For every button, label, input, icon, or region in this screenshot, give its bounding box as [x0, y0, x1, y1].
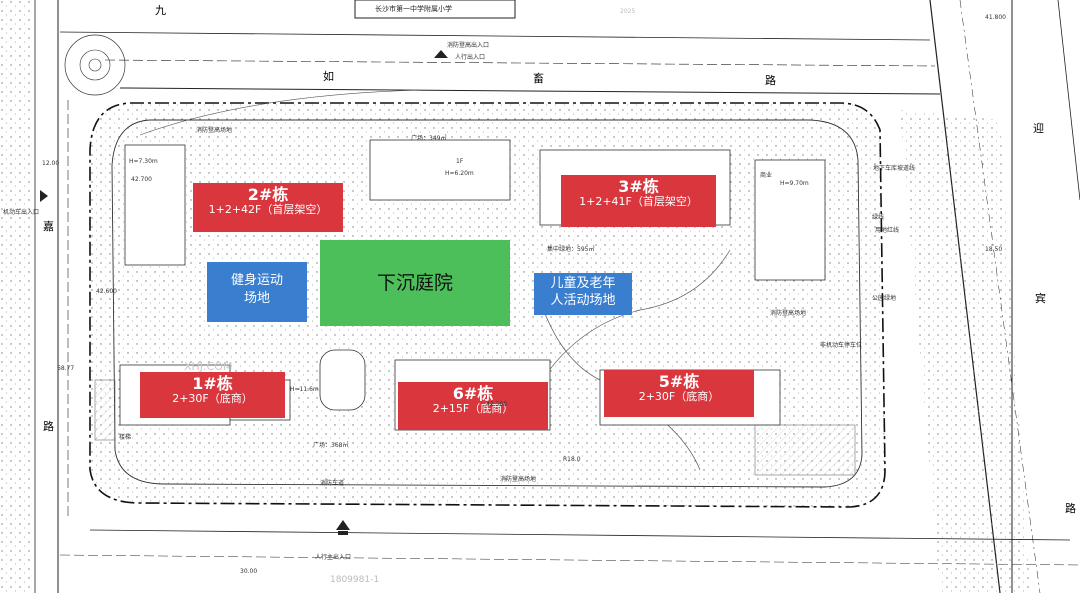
south-road-lines	[59, 529, 1080, 566]
road-west-1: 嘉	[43, 220, 54, 233]
bike-parking-label: 非机动车停车位	[820, 342, 863, 349]
dim-12: 12.00	[42, 160, 60, 167]
fire-entry-label: 消防登高出入口	[447, 42, 490, 49]
road-north-top: 九	[155, 4, 166, 17]
north-road-lines	[59, 0, 941, 95]
watermark-mid: XHJ.COM	[184, 360, 233, 373]
building-2: 2#栋 1+2+42F（首层架空）	[193, 183, 343, 232]
radius-r18: R18.0	[563, 456, 581, 463]
watermark-top: 2025	[620, 8, 636, 15]
fitness-zone: 健身运动 场地	[207, 262, 307, 322]
height-6: H=6.20m	[445, 170, 474, 177]
south-entry-arrow	[336, 520, 350, 530]
building-5: 5#栋 2+30F（底商）	[604, 370, 754, 417]
north-entry-arrow	[434, 50, 448, 58]
watermark-phone: 1809981-1	[330, 575, 380, 585]
floor-1f-label: 1F	[456, 158, 464, 165]
road-north-2: 畜	[533, 72, 544, 85]
building-1-floors: 2+30F（底商）	[172, 392, 253, 406]
dim-18: 18.50	[985, 246, 1003, 253]
building-3-floors: 1+2+41F（首层架空）	[579, 195, 698, 209]
building-2-name: 2#栋	[247, 185, 289, 204]
height-7: H=7.30m	[129, 158, 158, 165]
garage-ramp-label: 地下车库坡道线	[873, 165, 916, 172]
building-5-name: 5#栋	[658, 372, 700, 391]
fire-lane-loop	[111, 119, 863, 488]
building-6-floors: 2+15F（底商）	[432, 402, 514, 416]
park-green-label: 公园绿地	[872, 295, 897, 302]
road-west-2: 路	[43, 420, 54, 433]
road-east-1: 迎	[1033, 122, 1044, 135]
vehicle-exit-west: 机动车出入口	[3, 209, 40, 216]
fire-platform-3: 消防登高场地	[500, 476, 537, 483]
elev-42700: 42.700	[131, 176, 152, 183]
greening-label: 绿线	[872, 214, 885, 221]
height-11: H=11.6m	[290, 386, 319, 393]
sunken-courtyard: 下沉庭院	[320, 240, 510, 326]
building-2-floors: 1+2+42F（首层架空）	[208, 203, 328, 217]
road-east-2: 宾	[1035, 292, 1046, 305]
road-north-3: 路	[765, 74, 776, 87]
dim-30: 30.00	[240, 568, 258, 575]
fire-platform-2: 消防登高场地	[770, 310, 807, 317]
building-6-name: 6#栋	[452, 384, 494, 403]
square-top: 广场：349㎡	[411, 135, 447, 142]
hatch-area	[94, 379, 116, 441]
dim-68: 68.77	[57, 365, 75, 372]
building-3-name: 3#栋	[618, 177, 659, 196]
building-3: 3#栋 1+2+41F（首层架空）	[561, 175, 716, 227]
land-red-line-label: 用地红线	[875, 227, 900, 234]
concentrated-green: 集中绿地：595㎡	[547, 246, 595, 253]
building-6: 6#栋 2+15F（底商）	[398, 382, 548, 430]
west-green-belt	[0, 0, 30, 593]
ped-entry-top-label: 人行出入口	[455, 54, 486, 61]
stair-label: 楼梯	[119, 434, 132, 441]
children-elderly-zone: 儿童及老年 人活动场地	[534, 273, 632, 315]
ped-exit-south: 人行主出入口	[315, 554, 352, 561]
building-1: 1#栋 2+30F（底商）	[140, 372, 285, 418]
east-green-belt	[900, 110, 1030, 593]
square-bottom: 广场：368㎡	[313, 442, 349, 449]
building-1-name: 1#栋	[192, 374, 233, 393]
west-road-lines	[34, 0, 69, 593]
road-north-1: 如	[323, 70, 334, 83]
height-9: H=9.70m	[780, 180, 809, 187]
shop-label: 商业	[760, 172, 773, 179]
building-5-floors: 2+30F（底商）	[638, 390, 720, 404]
dim-41800: 41.800	[985, 14, 1006, 21]
northwest-circle	[64, 34, 126, 96]
hatch-area-2	[754, 424, 856, 476]
elev-42500: 42.500	[486, 401, 507, 408]
fire-platform-1: 消防登高场地	[196, 127, 233, 134]
school-label: 长沙市第一中学附属小学	[375, 5, 452, 13]
west-entry-arrow	[40, 190, 48, 202]
road-east-3: 路	[1065, 502, 1076, 515]
fire-lane-bottom: 消防车道	[320, 480, 345, 487]
elev-42600: 42.600	[96, 288, 117, 295]
access-curve	[139, 89, 421, 136]
